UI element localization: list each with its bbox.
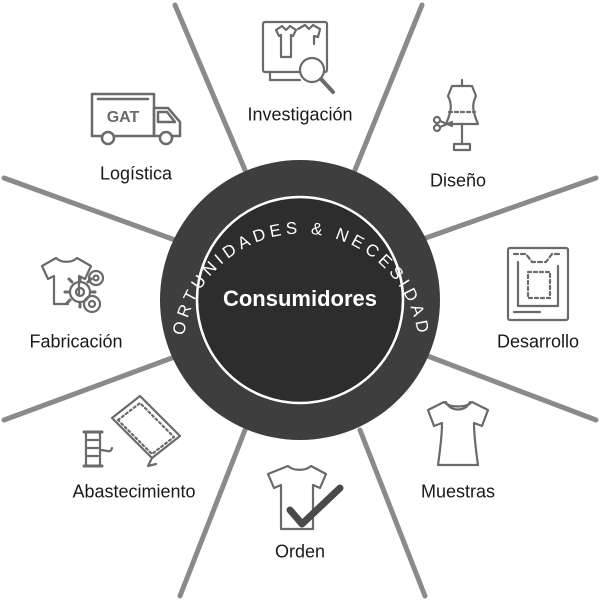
spoke [422, 352, 599, 423]
stage-label-diseno: Diseño [429, 170, 487, 191]
spoke [417, 175, 599, 243]
dress-form-icon [432, 78, 480, 152]
spoke [172, 2, 248, 173]
spoke [1, 352, 183, 423]
tshirt-checkmark-icon [266, 464, 344, 531]
dress-magnifier-icon [261, 20, 335, 94]
fabric-thread-icon [82, 394, 182, 468]
spoke [352, 2, 425, 173]
delivery-truck-icon: GAT [90, 92, 182, 146]
center-title: Consumidores [223, 286, 377, 311]
tshirt-icon [426, 400, 490, 467]
spoke [177, 427, 248, 599]
tshirt-gears-icon [40, 256, 105, 314]
stage-label-muestras: Muestras [420, 481, 496, 502]
spoke [357, 427, 428, 599]
stage-label-fabricacion: Fabricación [29, 331, 123, 352]
inner-circle [195, 195, 405, 405]
stage-label-desarrollo: Desarrollo [496, 331, 580, 352]
stage-label-orden: Orden [274, 541, 326, 562]
pattern-sheet-icon [506, 246, 570, 322]
truck-text: GAT [107, 109, 140, 126]
spoke [1, 175, 178, 243]
stage-label-abastecimiento: Abastecimiento [72, 481, 196, 502]
stage-label-logistica: Logística [99, 163, 173, 184]
stage-label-investigacion: Investigación [247, 104, 353, 125]
